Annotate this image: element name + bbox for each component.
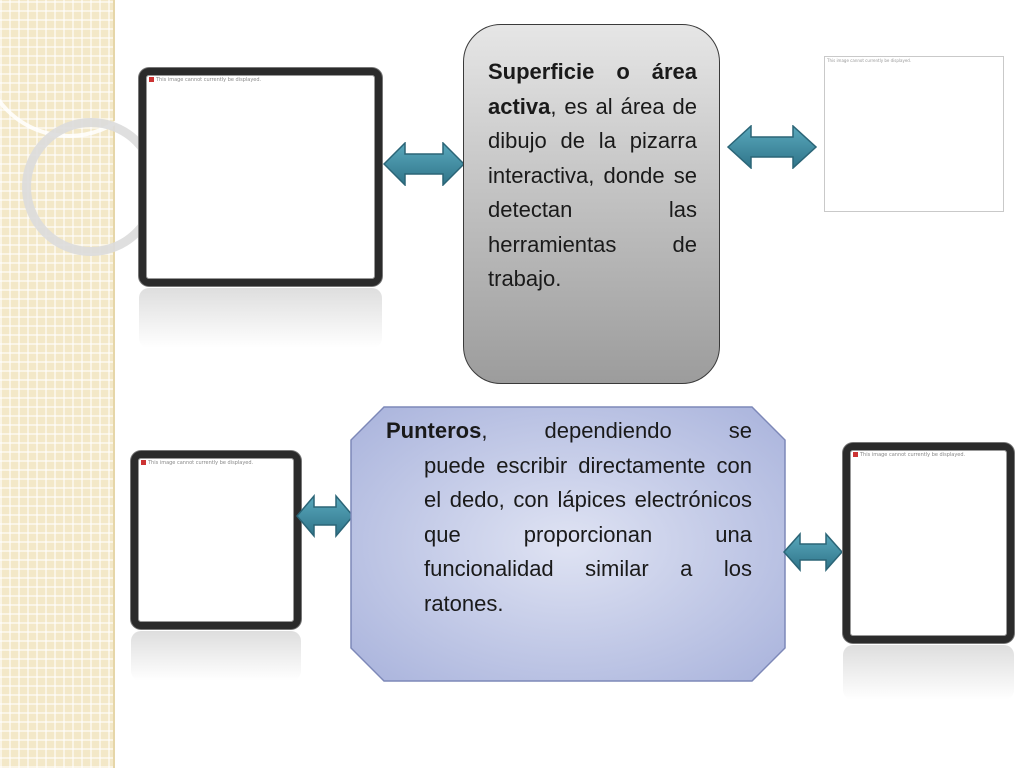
definition-first-line: , dependiendo se: [481, 418, 752, 443]
pointers-description: Punteros, dependiendo se puede escribir …: [386, 414, 752, 621]
broken-image-icon: This image cannot currently be displayed…: [141, 460, 253, 466]
term-punteros: Punteros: [386, 418, 482, 443]
double-arrow-icon: [296, 494, 354, 538]
definition-superficie: , es al área de dibujo de la pizarra int…: [488, 93, 697, 292]
image-placeholder-top-right: This image cannot currently be displayed…: [824, 56, 1004, 212]
image-frame-bottom-left: This image cannot currently be displayed…: [131, 451, 301, 629]
double-arrow-icon: [727, 125, 817, 169]
text-box-surface: Superficie o área activa, es al área de …: [463, 24, 720, 384]
image-reflection: [131, 631, 301, 681]
image-frame-top-left: This image cannot currently be displayed…: [139, 68, 382, 286]
double-arrow-icon: [383, 142, 465, 186]
broken-image-icon: This image cannot currently be displayed…: [827, 58, 912, 63]
term-superficie: Superficie o área activa: [488, 59, 697, 119]
broken-image-icon: This image cannot currently be displayed…: [149, 77, 261, 83]
octagon-shape: [350, 406, 786, 682]
broken-image-icon: This image cannot currently be displayed…: [853, 452, 965, 458]
image-reflection: [139, 288, 382, 348]
text-box-pointers: Punteros, dependiendo se puede escribir …: [350, 406, 786, 682]
image-reflection: [843, 645, 1014, 700]
decorative-ring: [0, 0, 158, 138]
double-arrow-icon: [783, 532, 843, 572]
definition-punteros: puede escribir directamente con el dedo,…: [424, 452, 752, 616]
image-frame-bottom-right: This image cannot currently be displayed…: [843, 443, 1014, 643]
